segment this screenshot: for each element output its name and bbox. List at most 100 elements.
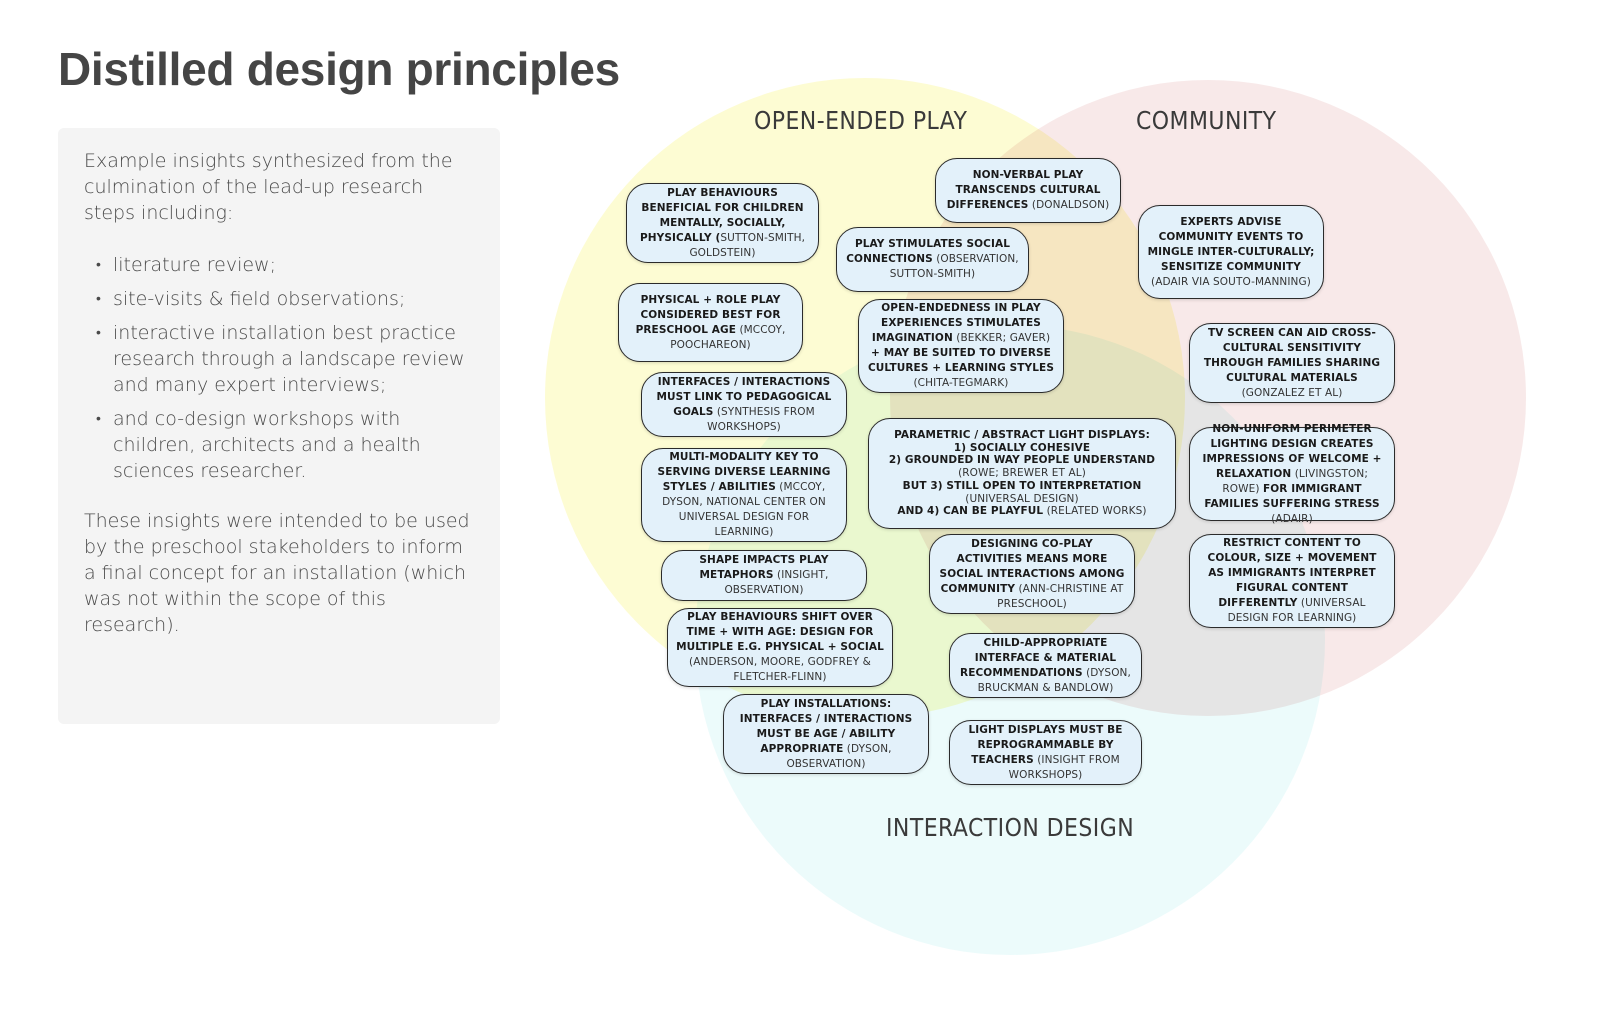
principle-text: CHILD-APPROPRIATE INTERFACE & MATERIAL R… (960, 636, 1117, 679)
reference-text: (ANDERSON, MOORE, GODFREY & FLETCHER-FLI… (689, 656, 871, 683)
list-item: • literature review; (88, 252, 478, 278)
insight-card-text: LIGHT DISPLAYS MUST BE REPROGRAMMABLE BY… (958, 723, 1133, 783)
reference-text: (INSIGHT, OBSERVATION) (724, 569, 829, 596)
principle-text: TV SCREEN CAN AID CROSS-CULTURAL SENSITI… (1203, 326, 1381, 384)
principle-text: PLAY BEHAVIOURS SHIFT OVER TIME + WITH A… (676, 611, 884, 653)
bullet-icon: • (96, 291, 101, 307)
bullet-icon: • (96, 411, 101, 427)
principle-text: AND 4) CAN BE PLAYFUL (897, 505, 1044, 518)
reference-text: (ANN-CHRISTINE AT PRESCHOOL) (997, 582, 1124, 610)
panel-closing: These insights were intended to be used … (84, 510, 470, 636)
reference-text: (RELATED WORKS) (1043, 505, 1147, 518)
reference-text: (ADAIR) (1271, 512, 1313, 525)
reference-text: (DONALDSON) (1028, 199, 1110, 211)
insight-card-text: TV SCREEN CAN AID CROSS-CULTURAL SENSITI… (1198, 326, 1386, 401)
insight-card-text: PLAY INSTALLATIONS: INTERFACES / INTERAC… (732, 697, 920, 772)
insight-card: CHILD-APPROPRIATE INTERFACE & MATERIAL R… (949, 633, 1142, 698)
principle-text: PLAY STIMULATES SOCIAL CONNECTIONS (846, 238, 1011, 265)
principle-text: LIGHT DISPLAYS MUST BE REPROGRAMMABLE BY… (968, 723, 1123, 766)
insight-card-text: RESTRICT CONTENT TO COLOUR, SIZE + MOVEM… (1198, 536, 1386, 626)
principle-text: BUT 3) STILL OPEN TO INTERPRETATION (902, 479, 1142, 492)
insight-card: LIGHT DISPLAYS MUST BE REPROGRAMMABLE BY… (949, 720, 1142, 785)
insight-card: PLAY BEHAVIOURS BENEFICIAL FOR CHILDREN … (626, 183, 819, 263)
list-item-text: interactive installation best practice r… (113, 322, 465, 396)
insight-card: NON-UNIFORM PERIMETER LIGHTING DESIGN CR… (1189, 423, 1395, 525)
insight-card-text: PLAY STIMULATES SOCIAL CONNECTIONS (OBSE… (845, 237, 1020, 282)
reference-text: (INSIGHT FROM WORKSHOPS) (1008, 753, 1120, 781)
principle-text: + MAY BE SUITED TO DIVERSE CULTURES + LE… (868, 347, 1054, 374)
principle-text: EXPERTS ADVISE COMMUNITY EVENTS TO MINGL… (1147, 215, 1315, 273)
insight-card: DESIGNING CO-PLAY ACTIVITIES MEANS MORE … (929, 534, 1135, 614)
reference-text: SUTTON-SMITH, GOLDSTEIN) (689, 231, 806, 259)
insight-card-text: DESIGNING CO-PLAY ACTIVITIES MEANS MORE … (938, 537, 1126, 612)
bullet-icon: • (96, 325, 101, 341)
insight-card-text: NON-VERBAL PLAY TRANSCENDS CULTURAL DIFF… (944, 168, 1112, 213)
insight-card-text: MULTI-MODALITY KEY TO SERVING DIVERSE LE… (650, 450, 838, 540)
insight-card-text: OPEN-ENDEDNESS IN PLAY EXPERIENCES STIMU… (867, 301, 1055, 391)
insight-card: MULTI-MODALITY KEY TO SERVING DIVERSE LE… (641, 448, 847, 542)
label-open-ended-play: OPEN-ENDED PLAY (754, 106, 968, 135)
reference-text: (ROWE; BREWER ET AL) (958, 467, 1086, 480)
reference-text: (MCCOY, DYSON, NATIONAL CENTER ON UNIVER… (662, 481, 826, 538)
principle-text: NON-VERBAL PLAY TRANSCENDS CULTURAL DIFF… (946, 169, 1101, 211)
reference-text: (LIVINGSTON; ROWE) (1222, 467, 1368, 495)
reference-text: (MCCOY, POOCHAREON) (670, 323, 786, 351)
principle-text: 1) SOCIALLY COHESIVE (953, 441, 1091, 454)
insight-card: NON-VERBAL PLAY TRANSCENDS CULTURAL DIFF… (935, 158, 1121, 223)
panel-intro: Example insights synthesized from the cu… (84, 150, 453, 224)
reference-text: (CHITA-TEGMARK) (913, 377, 1009, 389)
insight-card: TV SCREEN CAN AID CROSS-CULTURAL SENSITI… (1189, 323, 1395, 403)
insight-card: PHYSICAL + ROLE PLAY CONSIDERED BEST FOR… (618, 283, 803, 362)
list-item-text: and co-design workshops with children, a… (113, 408, 421, 482)
reference-text: (UNIVERSAL DESIGN) (965, 492, 1079, 505)
principle-text: PARAMETRIC / ABSTRACT LIGHT DISPLAYS: (894, 428, 1150, 441)
insight-card: SHAPE IMPACTS PLAY METAPHORS (INSIGHT, O… (661, 550, 867, 601)
insight-card: EXPERTS ADVISE COMMUNITY EVENTS TO MINGL… (1138, 205, 1324, 299)
list-item: • interactive installation best practice … (88, 320, 478, 398)
insight-card-text: PLAY BEHAVIOURS BENEFICIAL FOR CHILDREN … (635, 186, 810, 261)
reference-text: (DYSON, OBSERVATION) (786, 742, 892, 770)
insight-card: PARAMETRIC / ABSTRACT LIGHT DISPLAYS:1) … (868, 418, 1176, 529)
insight-card: PLAY BEHAVIOURS SHIFT OVER TIME + WITH A… (667, 608, 893, 687)
insight-card: RESTRICT CONTENT TO COLOUR, SIZE + MOVEM… (1189, 534, 1395, 628)
principle-text: DESIGNING CO-PLAY ACTIVITIES MEANS MORE … (939, 537, 1125, 595)
principle-text: PLAY INSTALLATIONS: INTERFACES / INTERAC… (739, 697, 913, 755)
principle-text: MULTI-MODALITY KEY TO SERVING DIVERSE LE… (657, 451, 831, 493)
principle-text: SHAPE IMPACTS PLAY METAPHORS (699, 554, 829, 581)
insight-card-text: PHYSICAL + ROLE PLAY CONSIDERED BEST FOR… (627, 293, 794, 353)
label-interaction-design: INTERACTION DESIGN (886, 813, 1135, 842)
principle-text: OPEN-ENDEDNESS IN PLAY EXPERIENCES STIMU… (871, 302, 1041, 344)
principle-text: PHYSICAL + ROLE PLAY CONSIDERED BEST FOR… (635, 293, 781, 336)
page-title: Distilled design principles (58, 43, 620, 95)
insight-card: INTERFACES / INTERACTIONS MUST LINK TO P… (641, 372, 847, 437)
reference-text: (BEKKER; GAVER) (952, 332, 1051, 344)
principle-text: INTERFACES / INTERACTIONS MUST LINK TO P… (656, 375, 832, 418)
research-steps-list: • literature review; • site-visits & field… (84, 252, 478, 484)
insight-card-text: SHAPE IMPACTS PLAY METAPHORS (INSIGHT, O… (670, 553, 858, 598)
principle-text: 2) GROUNDED IN WAY PEOPLE UNDERSTAND (888, 454, 1156, 467)
insight-card-text: PLAY BEHAVIOURS SHIFT OVER TIME + WITH A… (676, 610, 884, 685)
list-item-text: site-visits & field observations; (113, 288, 406, 310)
label-community: COMMUNITY (1136, 106, 1277, 135)
principle-text: NON-UNIFORM PERIMETER LIGHTING DESIGN CR… (1202, 422, 1382, 480)
insight-card: OPEN-ENDEDNESS IN PLAY EXPERIENCES STIMU… (858, 299, 1064, 393)
list-item-text: literature review; (113, 254, 277, 276)
reference-text: (SYNTHESIS FROM WORKSHOPS) (707, 405, 815, 433)
reference-text: (ADAIR VIA SOUTO-MANNING) (1151, 275, 1311, 288)
list-item: • and co-design workshops with children, … (88, 406, 478, 484)
insight-card-text: PARAMETRIC / ABSTRACT LIGHT DISPLAYS:1) … (889, 429, 1155, 519)
reference-text: (OBSERVATION, SUTTON-SMITH) (889, 253, 1019, 280)
bullet-icon: • (96, 257, 101, 273)
insight-card: PLAY STIMULATES SOCIAL CONNECTIONS (OBSE… (836, 227, 1029, 292)
insight-card: PLAY INSTALLATIONS: INTERFACES / INTERAC… (723, 694, 929, 774)
insight-card-text: CHILD-APPROPRIATE INTERFACE & MATERIAL R… (958, 636, 1133, 696)
description-panel: Example insights synthesized from the cu… (58, 128, 500, 724)
insight-card-text: INTERFACES / INTERACTIONS MUST LINK TO P… (650, 375, 838, 435)
insight-card-text: NON-UNIFORM PERIMETER LIGHTING DESIGN CR… (1198, 422, 1386, 527)
principle-text: FOR IMMIGRANT FAMILIES SUFFERING STRESS (1204, 482, 1380, 510)
reference-text: (DYSON, BRUCKMAN & BANDLOW) (977, 666, 1131, 694)
principle-text: PLAY BEHAVIOURS BENEFICIAL FOR CHILDREN … (639, 186, 804, 244)
list-item: • site-visits & field observations; (88, 286, 478, 312)
reference-text: (GONZALEZ ET AL) (1241, 386, 1343, 399)
principle-text: RESTRICT CONTENT TO COLOUR, SIZE + MOVEM… (1207, 537, 1377, 609)
